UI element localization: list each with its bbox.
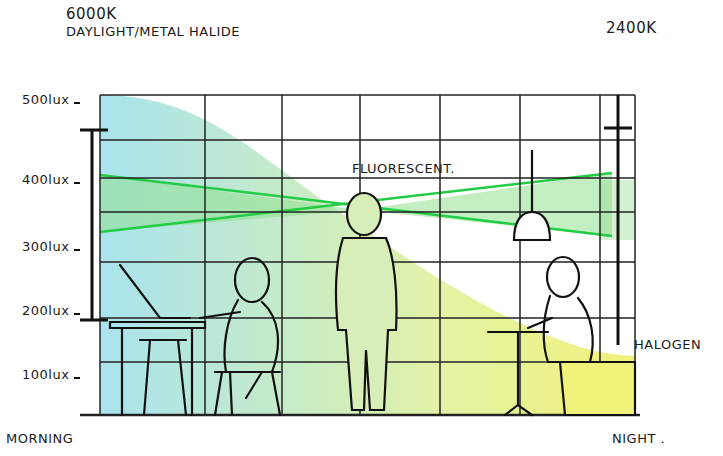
grid [80, 95, 640, 415]
standing-person [336, 193, 397, 410]
temperature-label: 2400K [606, 20, 657, 37]
time-label: NIGHT . [612, 432, 665, 446]
lux-label: 200lux [22, 304, 69, 318]
lux-label: 500lux [22, 93, 69, 107]
lux-label: 300lux [22, 240, 69, 254]
source-label: DAYLIGHT/METAL HALIDE [66, 25, 240, 39]
pendant-lamp [514, 150, 550, 240]
lux-label: 100lux [22, 368, 69, 382]
lux-label: 400lux [22, 173, 69, 187]
time-label: MORNING [6, 432, 73, 446]
source-label: FLUORESCENT. [352, 162, 455, 176]
right-person [488, 257, 635, 415]
source-label: HALOGEN [634, 338, 701, 352]
laptop-person [110, 258, 280, 415]
temperature-label: 6000K [66, 6, 117, 23]
colour-field [100, 95, 635, 415]
